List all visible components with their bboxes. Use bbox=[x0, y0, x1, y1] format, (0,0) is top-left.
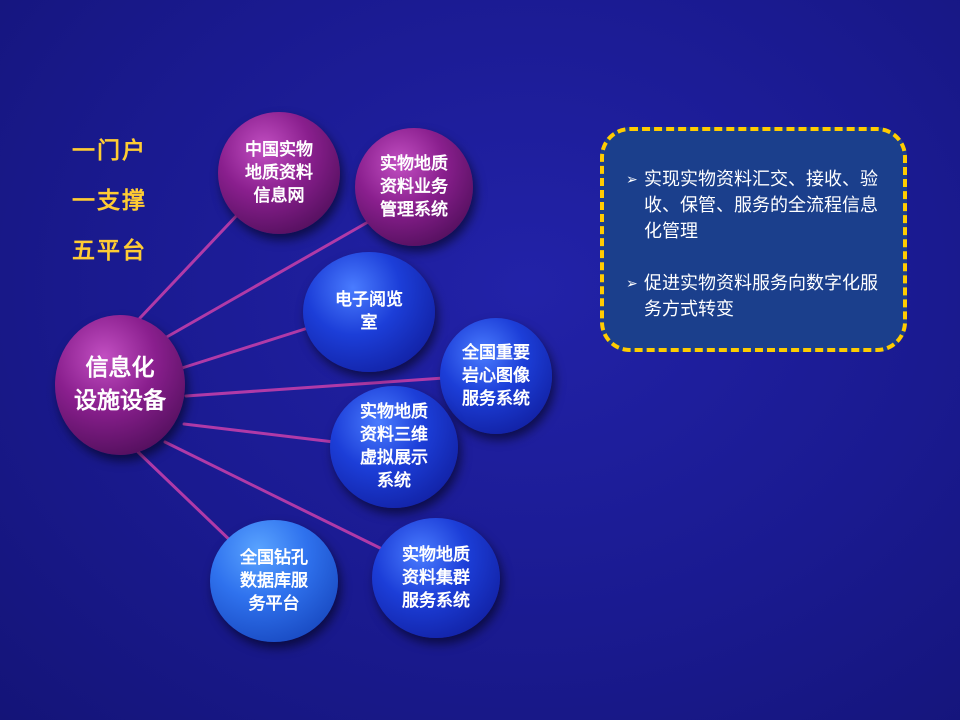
platform-summary-labels: 一门户 一支撑 五平台 bbox=[72, 126, 147, 276]
callout-bullet-1: ➢ 实现实物资料汇交、接收、验收、保管、服务的全流程信息化管理 bbox=[626, 167, 885, 245]
arrowhead-bullet-icon: ➢ bbox=[626, 172, 638, 188]
node-business-management-system: 实物地质 资料业务 管理系统 bbox=[355, 128, 473, 246]
node-3d-virtual-display: 实物地质 资料三维 虚拟展示 系统 bbox=[330, 386, 458, 508]
connector-to-n5 bbox=[182, 422, 336, 444]
connector-to-n6 bbox=[136, 450, 238, 548]
node-cluster-service-system: 实物地质 资料集群 服务系统 bbox=[372, 518, 500, 638]
connector-to-n3 bbox=[180, 326, 310, 370]
node-label: 全国重要 岩心图像 服务系统 bbox=[462, 342, 530, 409]
node-borehole-database-platform: 全国钻孔 数据库服 务平台 bbox=[210, 520, 338, 642]
node-label: 实物地质 资料集群 服务系统 bbox=[402, 544, 470, 611]
arrowhead-bullet-icon: ➢ bbox=[626, 276, 638, 292]
connector-to-n2 bbox=[163, 220, 370, 340]
connector-to-n1 bbox=[138, 210, 242, 320]
connector-to-n7 bbox=[163, 440, 382, 550]
callout-box: ➢ 实现实物资料汇交、接收、验收、保管、服务的全流程信息化管理 ➢ 促进实物资料… bbox=[600, 127, 907, 352]
connector-to-n4 bbox=[184, 376, 446, 398]
center-node-infrastructure: 信息化 设施设备 bbox=[55, 315, 185, 455]
node-label: 中国实物 地质资料 信息网 bbox=[245, 139, 313, 206]
node-label: 电子阅览 室 bbox=[335, 290, 403, 333]
node-china-geodata-network: 中国实物 地质资料 信息网 bbox=[218, 112, 340, 234]
node-label: 实物地质 资料业务 管理系统 bbox=[380, 153, 448, 220]
side-label-platforms: 五平台 bbox=[72, 238, 147, 264]
side-label-portal: 一门户 bbox=[72, 138, 147, 164]
node-label: 全国钻孔 数据库服 务平台 bbox=[240, 547, 308, 614]
node-e-reading-room: 电子阅览 室 bbox=[303, 252, 435, 372]
callout-bullet-text: 实现实物资料汇交、接收、验收、保管、服务的全流程信息化管理 bbox=[644, 169, 878, 242]
center-node-label: 信息化 设施设备 bbox=[74, 355, 166, 414]
node-label: 实物地质 资料三维 虚拟展示 系统 bbox=[360, 402, 428, 491]
callout-bullet-text: 促进实物资料服务向数字化服务方式转变 bbox=[644, 273, 878, 320]
side-label-support: 一支撑 bbox=[72, 188, 147, 214]
node-core-image-service: 全国重要 岩心图像 服务系统 bbox=[440, 318, 552, 434]
callout-bullet-2: ➢ 促进实物资料服务向数字化服务方式转变 bbox=[626, 271, 885, 323]
